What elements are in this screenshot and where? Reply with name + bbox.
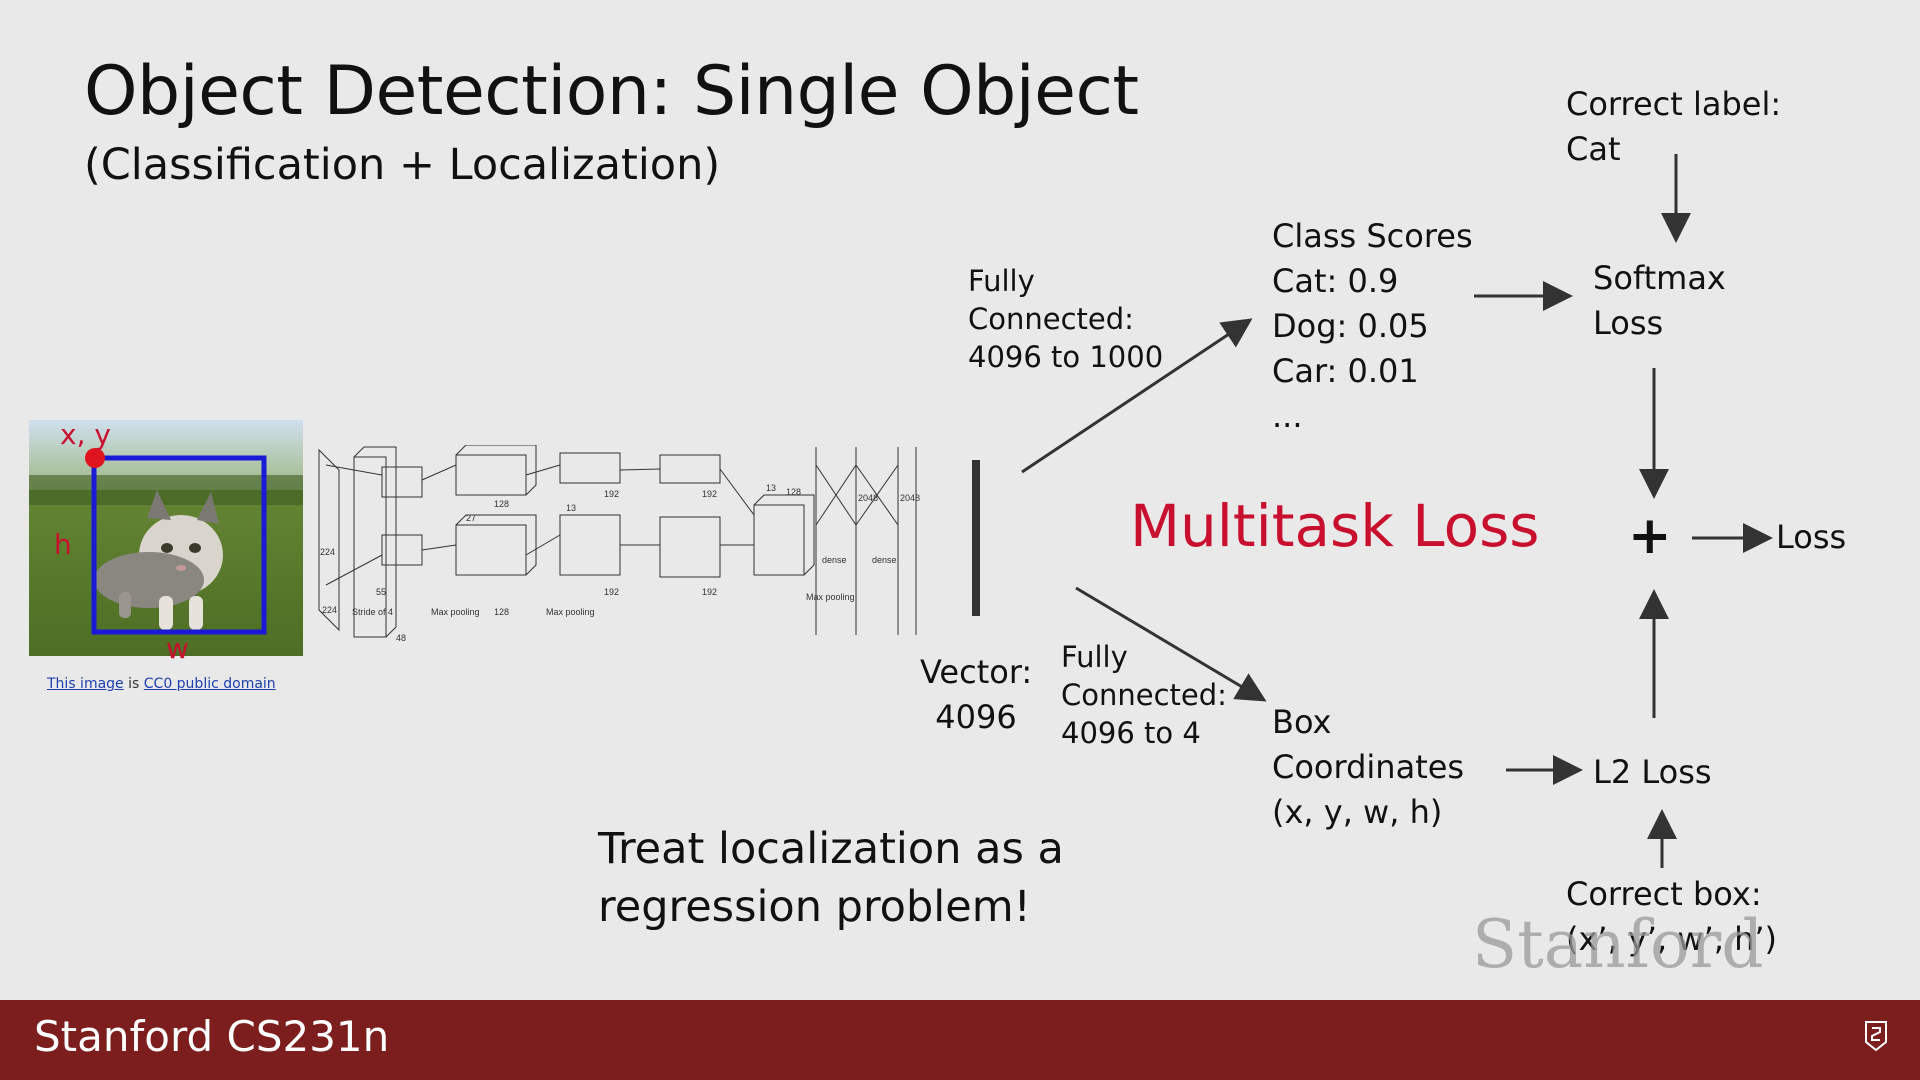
image-credit: This image is CC0 public domain [47, 676, 276, 692]
box-coordinates: Box Coordinates (x, y, w, h) [1272, 700, 1464, 835]
net-label: Stride of 4 [352, 607, 393, 617]
vector-label: Vector: 4096 [920, 650, 1032, 740]
net-label: Max pooling [546, 607, 595, 617]
input-volume [318, 448, 340, 632]
cnn-architecture-diagram: 224 224 Stride of 4 48 55 Max pooling 12… [318, 445, 920, 643]
net-label: 27 [466, 513, 476, 523]
fc-bottom-label: Fully Connected: 4096 to 4 [1061, 638, 1227, 752]
net-label: 48 [396, 633, 406, 643]
net-label: Max pooling [431, 607, 480, 617]
net-label: 192 [702, 489, 717, 499]
class-score-ellipsis: ... [1272, 397, 1303, 435]
class-scores-heading: Class Scores [1272, 217, 1473, 255]
net-label: 224 [320, 547, 335, 557]
label-w: w [166, 632, 189, 665]
net-label: 224 [322, 605, 337, 615]
correct-label-value: Cat [1566, 130, 1621, 168]
arrow-to-box-coords [1075, 586, 1267, 702]
net-label: 128 [786, 487, 801, 497]
stanford-logo-icon [1865, 1021, 1887, 1052]
image-link[interactable]: This image [47, 676, 124, 692]
label-h: h [54, 528, 72, 561]
regression-note: Treat localization as a regression probl… [598, 820, 1064, 936]
box-coords-line2: Coordinates [1272, 748, 1465, 786]
feature-vector-bar [972, 460, 980, 616]
fc-bottom-line2: Connected: [1061, 678, 1227, 712]
softmax-line2: Loss [1593, 304, 1664, 342]
fc-top-line3: 4096 to 1000 [968, 340, 1164, 374]
box-coords-line1: Box [1272, 703, 1332, 741]
arrow-to-class-scores [1021, 318, 1253, 474]
slide-subtitle: (Classification + Localization) [84, 140, 721, 190]
softmax-loss: Softmax Loss [1593, 256, 1726, 346]
plus-sign: + [1628, 506, 1672, 566]
footer-course-title: Stanford CS231n [34, 1012, 390, 1061]
net-label: 13 [766, 483, 776, 493]
class-score-item: Car: 0.01 [1272, 352, 1419, 390]
class-scores: Class Scores Cat: 0.9 Dog: 0.05 Car: 0.0… [1272, 214, 1473, 439]
net-label: 192 [702, 587, 717, 597]
total-loss-label: Loss [1776, 518, 1847, 556]
conv2-block-bottom [455, 524, 527, 576]
softmax-line1: Softmax [1593, 259, 1726, 297]
fc-bottom-line3: 4096 to 4 [1061, 716, 1201, 750]
fc-top-label: Fully Connected: 4096 to 1000 [968, 262, 1163, 376]
net-label: Max pooling [806, 592, 855, 602]
fc-top-line1: Fully [968, 264, 1035, 298]
net-label: 13 [566, 503, 576, 513]
conv5-block [753, 504, 805, 576]
conv4-block-bottom [659, 516, 721, 578]
multitask-loss-label: Multitask Loss [1130, 492, 1540, 560]
vector-label-line1: Vector: [920, 653, 1033, 691]
correct-label: Correct label: Cat [1566, 82, 1781, 172]
class-score-item: Cat: 0.9 [1272, 262, 1399, 300]
slide-title: Object Detection: Single Object [84, 52, 1139, 131]
correct-box-heading: Correct box: [1566, 875, 1762, 913]
correct-label-heading: Correct label: [1566, 85, 1782, 123]
note-line1: Treat localization as a [598, 824, 1064, 874]
label-xy: x, y [60, 418, 111, 451]
cat-image [29, 420, 303, 656]
conv1-block-top [381, 466, 423, 498]
footer-bar [0, 1000, 1920, 1080]
net-label: dense [872, 555, 897, 565]
license-link[interactable]: CC0 public domain [143, 676, 276, 692]
note-line2: regression problem! [598, 882, 1031, 932]
class-score-item: Dog: 0.05 [1272, 307, 1429, 345]
box-coords-line3: (x, y, w, h) [1272, 793, 1443, 831]
net-label: 2048 [858, 493, 878, 503]
fc-top-line2: Connected: [968, 302, 1134, 336]
correct-box: Correct box: (x’, y’, w’, h’) [1566, 872, 1777, 962]
net-label: 128 [494, 607, 509, 617]
fc-bottom-line1: Fully [1061, 640, 1128, 674]
net-label: 55 [376, 587, 386, 597]
net-label: 2048 [900, 493, 920, 503]
credit-mid: is [123, 676, 144, 692]
vector-size: 4096 [935, 698, 1017, 736]
conv3-block-top [559, 452, 621, 484]
net-label: 192 [604, 587, 619, 597]
stanford-watermark: Stanford [1472, 906, 1764, 983]
correct-box-value: (x’, y’, w’, h’) [1566, 920, 1778, 958]
l2-loss-label: L2 Loss [1593, 753, 1712, 791]
net-label: 128 [494, 499, 509, 509]
net-label: 192 [604, 489, 619, 499]
net-label: dense [822, 555, 847, 565]
